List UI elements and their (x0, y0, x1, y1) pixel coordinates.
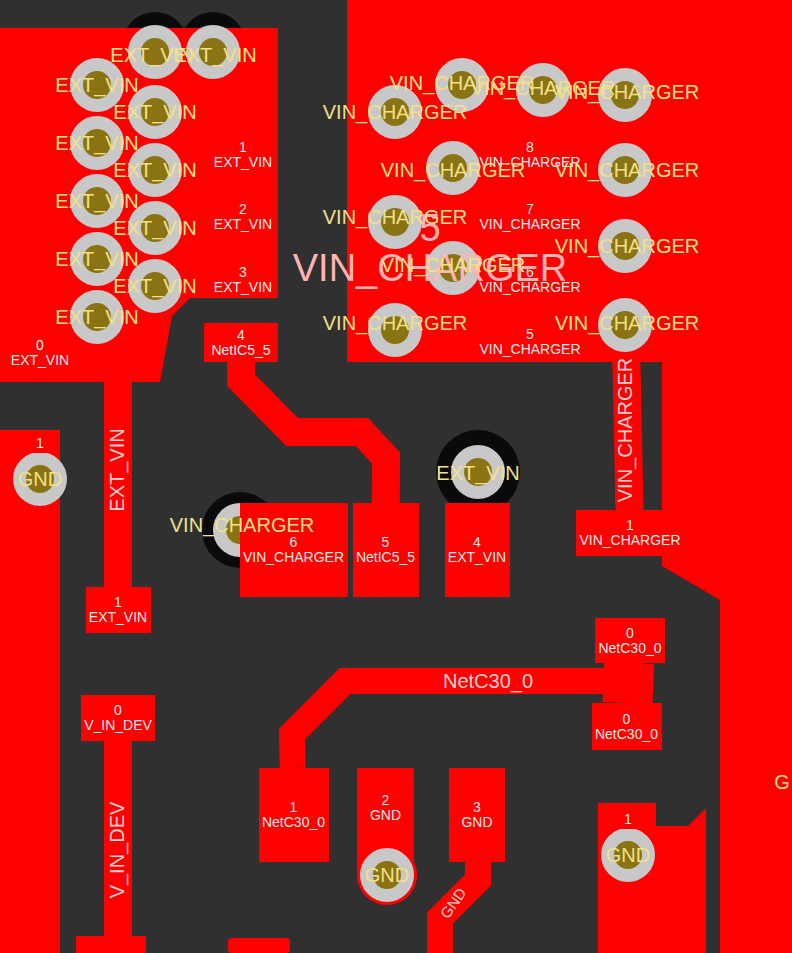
net-label: VIN_CHARGER (555, 236, 699, 256)
net-label: GND (436, 883, 470, 922)
copper-pad (76, 936, 146, 953)
pcb-pad: 0NetC30_0 (595, 618, 665, 663)
net-label: GND (18, 469, 62, 489)
pad-number: 0 (36, 338, 44, 353)
pcb-pad: 3EXT_VIN (211, 263, 276, 297)
net-label: VIN_CHARGER (323, 102, 467, 122)
net-label: V_IN_DEV (107, 800, 127, 901)
pcb-pad: 4EXT_VIN (445, 503, 510, 597)
copper-trace (241, 362, 386, 503)
pad-number: 6 (290, 535, 298, 550)
net-label: VIN_CHARGER (381, 160, 525, 180)
net-name: VIN_CHARGER (479, 217, 580, 232)
pad-number: 0 (623, 712, 631, 727)
net-label: VIN_CHARGER (323, 207, 467, 227)
copper-trace (292, 663, 630, 768)
pcb-pad: 2GND (357, 768, 414, 848)
net-name: NetC30_0 (262, 815, 325, 830)
net-label: VIN_CHARGER (170, 515, 314, 535)
pad-number: 1 (626, 518, 634, 533)
pcb-pad: 4NetIC5_5 (204, 323, 278, 362)
net-label: EXT_VIN (55, 133, 138, 153)
copper-trace (104, 741, 132, 953)
pcb-pad: 5NetIC5_5 (353, 503, 419, 597)
pad-number: 5 (382, 535, 390, 550)
pcb-pad: 7VIN_CHARGER (476, 200, 584, 234)
net-label: EXT_VIN (436, 463, 519, 483)
net-label: VIN_CHARGER (323, 313, 467, 333)
pad-number: 3 (473, 800, 481, 815)
pad-number: 4 (237, 328, 245, 343)
pad-number: 2 (382, 793, 390, 808)
clearance (436, 430, 520, 514)
copper-pour (598, 803, 706, 953)
net-label: GND (606, 845, 650, 865)
pad-number: 8 (526, 140, 534, 155)
trace-net-label: EXT_VIN (107, 426, 127, 513)
net-name: GND (461, 815, 492, 830)
pad-number: 3 (239, 265, 247, 280)
pad-number: 1 (239, 140, 247, 155)
net-name: EXT_VIN (11, 353, 69, 368)
net-name: EXT_VIN (214, 280, 272, 295)
pcb-pad: 1NetC30_0 (259, 768, 329, 862)
net-label: EXT_VIN (55, 249, 138, 269)
pcb-pad: 3GND (449, 768, 505, 862)
pad-number: 7 (526, 202, 534, 217)
pcb-pad: 1 (22, 434, 58, 453)
pcb-pad: 0EXT_VIN (8, 336, 73, 370)
pcb-pad: 1EXT_VIN (86, 587, 151, 633)
net-label: VIN_CHARGER (555, 160, 699, 180)
net-name: NetC30_0 (598, 641, 661, 656)
net-label: EXT_VIN (113, 276, 196, 296)
net-name: NetIC5_5 (356, 550, 415, 565)
net-label: EXT_VIN (113, 160, 196, 180)
net-name: GND (370, 808, 401, 823)
net-label: G (774, 772, 790, 792)
net-name: VIN_CHARGER (479, 342, 580, 357)
net-label: EXT_VIN (113, 102, 196, 122)
trace-net-label: VIN_CHARGER (615, 356, 635, 504)
pcb-pad: 1EXT_VIN (211, 138, 276, 172)
pad-number: 1 (624, 812, 632, 827)
net-label: EXT_VIN (173, 45, 256, 65)
pcb-pad: 2EXT_VIN (211, 200, 276, 234)
copper-pad (228, 938, 290, 953)
pad-number: 5 (526, 327, 534, 342)
pad-number: 1 (114, 595, 122, 610)
net-label: GND (365, 865, 409, 885)
net-name: NetIC5_5 (211, 343, 270, 358)
net-label: EXT_VIN (55, 307, 138, 327)
net-label: EXT_VIN (55, 75, 138, 95)
copper-pour (0, 28, 278, 382)
copper-pour (0, 430, 60, 953)
net-name: EXT_VIN (448, 550, 506, 565)
net-label: VIN_CHARGER (555, 82, 699, 102)
pad-number: 2 (239, 202, 247, 217)
pcb-pad: 1 (608, 810, 648, 829)
net-name: EXT_VIN (214, 155, 272, 170)
net-name: NetC30_0 (595, 727, 658, 742)
net-label: VIN_CHARGER (555, 313, 699, 333)
pad-number: 4 (473, 535, 481, 550)
trace-net-label: NetC30_0 (441, 671, 535, 691)
net-label: EXT_VIN (113, 218, 196, 238)
net-name: VIN_CHARGER (579, 533, 680, 548)
net-name: V_IN_DEV (84, 718, 152, 733)
net-label: EXT_VIN (55, 191, 138, 211)
net-name: EXT_VIN (89, 610, 147, 625)
pcb-pad: 1VIN_CHARGER (576, 510, 684, 556)
pad-number: 0 (114, 703, 122, 718)
pcb-pad: 0V_IN_DEV (81, 695, 155, 741)
copper-pad (357, 845, 417, 905)
pcb-pad: 0NetC30_0 (592, 703, 662, 750)
net-label: VIN_CHARGER (381, 255, 525, 275)
net-name: VIN_CHARGER (243, 550, 344, 565)
copper-pour (347, 0, 792, 953)
pad-number: 1 (290, 800, 298, 815)
pad-number: 0 (626, 626, 634, 641)
net-name: EXT_VIN (214, 217, 272, 232)
pad-number: 1 (36, 436, 44, 451)
